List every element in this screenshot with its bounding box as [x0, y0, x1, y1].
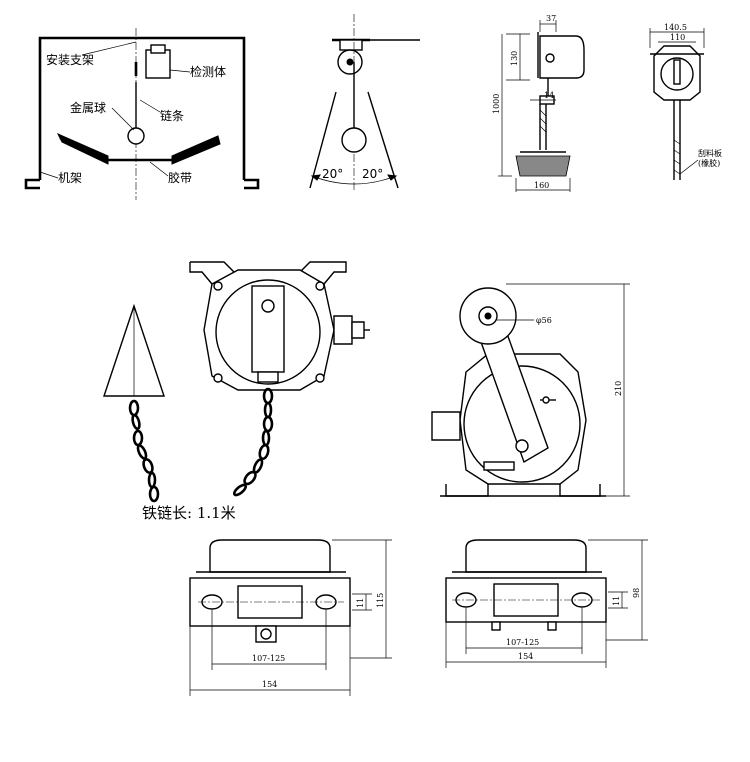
- leader-chain: [139, 99, 161, 113]
- swing-angle-view: 20° 20°: [309, 14, 420, 190]
- label-frame: 机架: [58, 171, 82, 185]
- belt-right: [171, 135, 221, 165]
- front-small-lever: [673, 59, 681, 85]
- plan-right-cover: [465, 539, 587, 573]
- swing-limit-left: [309, 91, 337, 189]
- installation-schematic: 安装支架 检测体 金属球 链条 机架 胶带: [24, 28, 260, 200]
- front-lever-hole: [261, 299, 275, 313]
- detector-box: [145, 49, 171, 79]
- front-gland-nut: [351, 321, 365, 339]
- label-chain-length: 铁链长: 1.1米: [142, 504, 236, 522]
- label-detector: 检测体: [190, 64, 226, 79]
- front-gland: [333, 315, 353, 345]
- swing-arc: [311, 175, 397, 185]
- wheel-gland: [431, 411, 461, 441]
- metal-ball: [127, 127, 145, 145]
- dim-140-5: 140.5: [664, 23, 687, 32]
- plan-left-clamp-bolt: [260, 628, 272, 640]
- side-pivot: [545, 53, 555, 63]
- plan-right-nub-right: [547, 621, 557, 631]
- frame-foot-left: [24, 178, 40, 190]
- swing-ball: [341, 127, 367, 153]
- front-chain: [233, 387, 274, 497]
- dim-37: 37: [546, 14, 556, 23]
- front-bolt-top-left: [213, 281, 223, 291]
- dim-11-left: 11: [356, 598, 365, 608]
- leader-ball: [111, 107, 135, 131]
- front-top-bracket-left: [189, 262, 213, 285]
- angle-right: 20°: [362, 167, 383, 181]
- front-clamp: [257, 371, 279, 383]
- leader-frame: [39, 171, 59, 179]
- side-housing: [539, 35, 585, 79]
- dial-knob: [542, 396, 550, 404]
- front-bolt-left: [213, 373, 223, 383]
- wheel-label-plate: [483, 461, 515, 471]
- label-scraper: 刮料板: [698, 148, 722, 158]
- switch-front-view: 铁链长: 1.1米: [142, 261, 370, 522]
- dim-98-right: 98: [632, 588, 641, 598]
- side-rod-hatch: [539, 109, 547, 133]
- dim-1000: 1000: [492, 94, 501, 114]
- swing-limit-right: [367, 91, 399, 189]
- dim-14: 14: [544, 91, 554, 100]
- dim-154-right: 154: [518, 652, 533, 661]
- cone-weight-assembly: [103, 303, 165, 503]
- detector-cap: [150, 44, 166, 54]
- front-lever: [251, 285, 285, 373]
- plan-left-cover: [209, 539, 331, 573]
- belt-left: [56, 132, 109, 165]
- roller-axle: [484, 312, 492, 320]
- pivot-hub: [346, 58, 354, 66]
- label-mount-bracket: 安装支架: [46, 52, 94, 67]
- cone-chain: [128, 399, 160, 503]
- dim-56: φ56: [536, 316, 552, 325]
- front-bolt-right: [315, 373, 325, 383]
- leader-bracket: [81, 41, 137, 56]
- frame-foot-right: [244, 178, 260, 190]
- arc-arrow-right: [387, 174, 398, 181]
- angle-left: 20°: [322, 167, 343, 181]
- leader-belt: [149, 161, 169, 177]
- dim-130: 130: [510, 51, 519, 66]
- dim-160: 160: [534, 181, 549, 190]
- foot-left: [445, 484, 489, 497]
- dim-107-125-left: 107-125: [252, 654, 285, 663]
- plan-right-nub-left: [491, 621, 501, 631]
- dim-115-left: 115: [376, 593, 385, 608]
- leader-detector: [169, 69, 191, 73]
- arc-arrow-left: [310, 174, 321, 181]
- front-bolt-top-right: [315, 281, 325, 291]
- label-scraper-note: (橡胶): [698, 158, 720, 168]
- leader-scraper: [679, 159, 699, 175]
- dim-154-left: 154: [262, 680, 277, 689]
- mount-bracket-frame: [38, 36, 246, 180]
- plan-view-right: 98 11 107-125 154: [445, 539, 648, 668]
- dim-210: 210: [614, 381, 623, 396]
- front-view-small: 140.5 110 刮料板 (橡胶): [649, 23, 722, 180]
- foot-right: [559, 484, 601, 497]
- side-view-dimensioned: 130 1000 37 14 160: [492, 14, 585, 192]
- side-weight: [515, 155, 571, 177]
- front-small-hatch: [673, 139, 681, 175]
- dim-11-right: 11: [612, 596, 621, 606]
- arm-pivot: [515, 439, 529, 453]
- label-belt: 胶带: [168, 170, 192, 185]
- switch-wheel-view: 210 φ56: [431, 283, 630, 497]
- dim-107-125-right: 107-125: [506, 638, 539, 647]
- mount-block: [339, 39, 363, 51]
- label-metal-ball: 金属球: [70, 100, 106, 115]
- front-top-bracket: [190, 261, 347, 285]
- plan-view-left: 115 11 107-125 154: [189, 539, 392, 696]
- dim-110: 110: [670, 33, 685, 42]
- label-chain: 链条: [160, 108, 184, 123]
